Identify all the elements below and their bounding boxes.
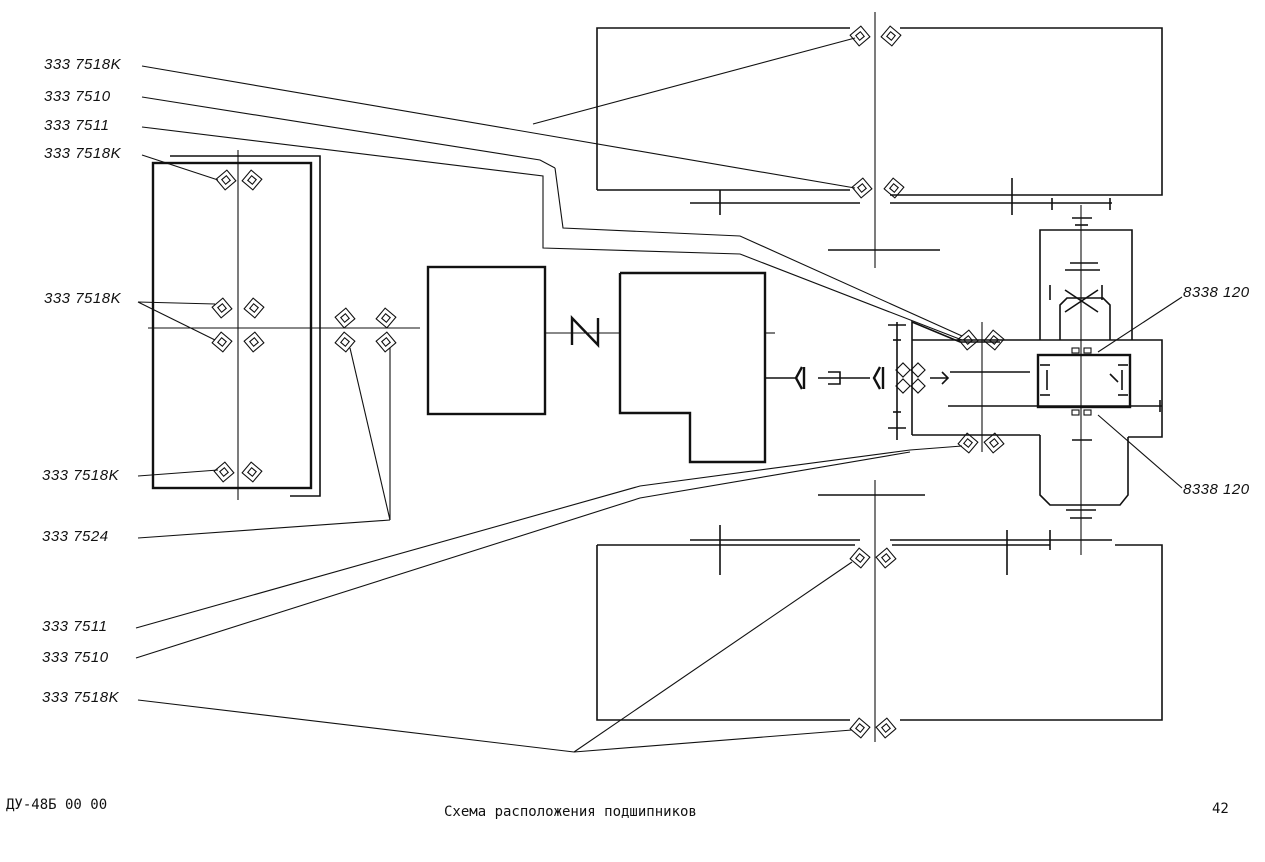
page-title: Схема расположения подшипников bbox=[444, 804, 697, 820]
final-drive bbox=[911, 205, 1163, 555]
label-bearing-8338-upper: 8338 120 bbox=[1183, 284, 1250, 301]
bearing-icon bbox=[895, 378, 911, 394]
bearing-icon bbox=[910, 378, 926, 394]
bearing-icon bbox=[334, 307, 356, 329]
bearing-icon bbox=[241, 169, 263, 191]
label-bearing-7518k-engine-lower: 333 7518K bbox=[42, 467, 120, 484]
bearing-icon bbox=[895, 362, 911, 378]
label-bearing-7511-top: 333 7511 bbox=[44, 117, 110, 134]
bearing-icon bbox=[875, 717, 897, 739]
bearing-icon bbox=[910, 362, 926, 378]
bearing-icon bbox=[213, 461, 235, 483]
bearing-icon bbox=[983, 432, 1005, 454]
label-bearing-7518k-engine-upper: 333 7518K bbox=[44, 145, 122, 162]
label-bearing-7510-bottom: 333 7510 bbox=[42, 649, 109, 666]
engine-block bbox=[148, 150, 420, 500]
bearing-icon bbox=[849, 25, 871, 47]
label-bearing-7510-top: 333 7510 bbox=[44, 88, 111, 105]
bearing-icon bbox=[243, 331, 265, 353]
transmission-units bbox=[426, 265, 950, 464]
document-code: ДУ-48Б 00 00 bbox=[6, 797, 108, 813]
label-bearing-7511-bottom: 333 7511 bbox=[42, 618, 108, 635]
bearing-icon bbox=[880, 25, 902, 47]
bearing-icon bbox=[851, 177, 873, 199]
label-bearing-7524: 333 7524 bbox=[42, 528, 109, 545]
label-bearing-7518k-engine-middle: 333 7518K bbox=[44, 290, 122, 307]
bottom-drum bbox=[596, 480, 1163, 742]
bearing-icon bbox=[883, 177, 905, 199]
bearing-icon bbox=[957, 432, 979, 454]
bearing-icon bbox=[243, 297, 265, 319]
bearing-icon bbox=[983, 329, 1005, 351]
bearing-icon bbox=[215, 169, 237, 191]
leader-lines bbox=[135, 37, 1183, 753]
bearing-icon bbox=[957, 329, 979, 351]
page-number: 42 bbox=[1212, 801, 1229, 817]
bearing-icon bbox=[334, 331, 356, 353]
bearing-icon bbox=[375, 331, 397, 353]
label-bearing-7518k-top: 333 7518K bbox=[44, 56, 122, 73]
bearing-icon bbox=[875, 547, 897, 569]
bearing-icon bbox=[849, 717, 871, 739]
bearing-icon bbox=[241, 461, 263, 483]
label-bearing-8338-lower: 8338 120 bbox=[1183, 481, 1250, 498]
top-drum bbox=[596, 12, 1163, 268]
bearing-icon bbox=[211, 331, 233, 353]
bearing-icon bbox=[375, 307, 397, 329]
bearing-icon bbox=[849, 547, 871, 569]
label-bearing-7518k-bottom: 333 7518K bbox=[42, 689, 120, 706]
bearing-icon bbox=[211, 297, 233, 319]
